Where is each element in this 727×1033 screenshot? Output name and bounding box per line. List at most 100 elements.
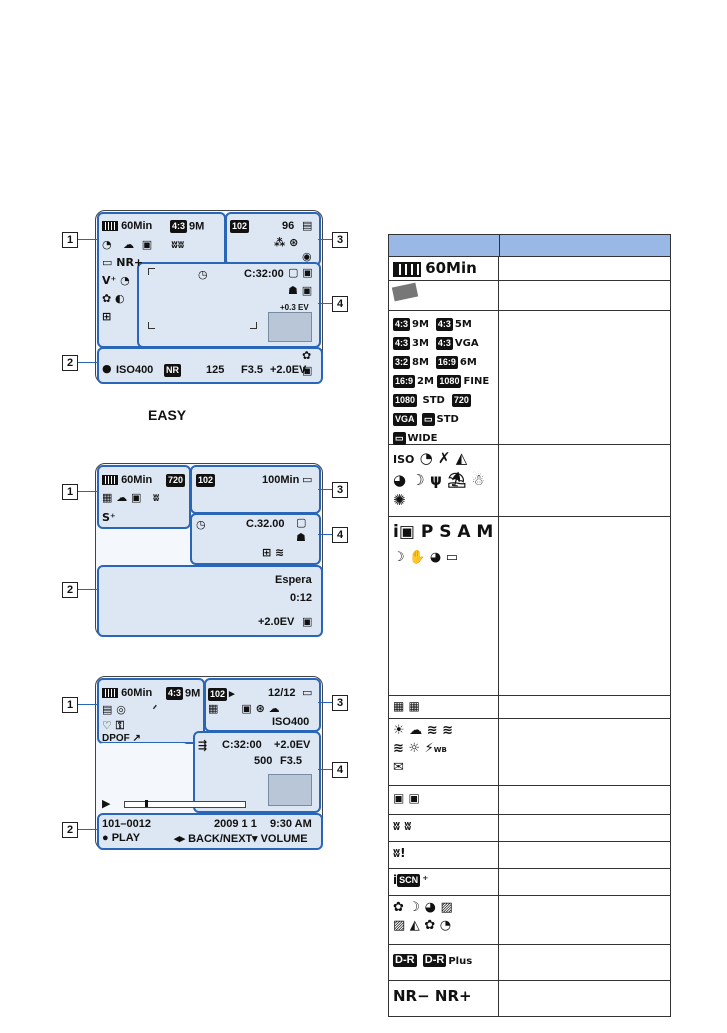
lead-2b (78, 589, 98, 590)
ev-value: +2.0EV (270, 364, 307, 376)
lcd2-section-3 (190, 465, 321, 514)
battery-low-icon (391, 282, 419, 302)
callout-2b: 2 (62, 582, 78, 598)
ev-value-2: +2.0EV (258, 616, 295, 628)
lead-1 (78, 239, 98, 240)
table-header (389, 235, 670, 257)
rec-date: 2009 1 1 (214, 818, 257, 830)
lcd-section-2 (97, 347, 323, 384)
playback-icons-1: ▤ ◎ ᐟ (102, 703, 158, 716)
lcd3-section-3 (204, 678, 321, 732)
play-guide: ● PLAY (102, 832, 141, 844)
shutter-speed-3: 500 (254, 755, 273, 767)
callout-1b: 1 (62, 484, 78, 500)
eye-icon: ◉ (302, 250, 312, 263)
table-row: i▣ P S A M☽ ✋ ◕ ▭ (389, 517, 670, 696)
wb-icon-list: ☀ ☁ ≋ ≋≋ ☼ ⚡WB✉ (389, 719, 499, 785)
table-row: ʬ ʬ (389, 815, 670, 842)
metering-icon: ▣ (302, 364, 313, 377)
battery-indicator-2: 60Min (102, 474, 152, 486)
sec4-icons-2b: ⊞ ≋ (262, 546, 285, 559)
nr-icon: ▭ NR+ (102, 256, 144, 269)
rec-time-3: 9:30 AM (270, 818, 312, 830)
callout-4: 4 (332, 296, 348, 312)
card-icon-2: ▭ (302, 473, 313, 486)
callout-2c: 2 (62, 822, 78, 838)
macro-icon: ✿ (302, 349, 312, 362)
scene-plus-icon: S⁺ (102, 511, 116, 524)
ev-small: +0.3 EV (280, 303, 309, 312)
rec-dot: ● (102, 362, 112, 375)
folder-badge-3: 102▸ (208, 687, 235, 701)
scene-icon-list: ISO ◔ ✗ ◭◕ ☽ ψ ⛱ ☃✺ (389, 445, 499, 516)
callout-4c: 4 (332, 762, 348, 778)
aperture-3: F3.5 (280, 755, 303, 767)
file-number: 101–0012 (102, 818, 151, 830)
lead-2 (78, 362, 98, 363)
lcd2-section-4 (190, 513, 321, 565)
elapsed-time: 0:12 (290, 592, 313, 604)
aperture: F3.5 (241, 364, 264, 376)
lead-3 (318, 239, 332, 240)
callout-3c: 3 (332, 695, 348, 711)
metering-icon-2: ▣ (302, 615, 313, 628)
table-row: ☀ ☁ ≋ ≋≋ ☼ ⚡WB✉ (389, 719, 670, 786)
nr-badge: NR (164, 364, 181, 377)
folder-badge: 102 (230, 220, 250, 233)
protect-icon: ♡ ⚿ (102, 719, 125, 732)
lead-1c (78, 704, 98, 705)
sec4-icons-2: ▢ (296, 516, 307, 529)
table-row: ✿ ☽ ◕ ▨▨ ◭ ✿ ◔ (389, 896, 670, 945)
flash-icon-2: ☗ (296, 531, 306, 544)
rec-time: 100Min (262, 474, 300, 486)
table-row: ▦ ▦ (389, 696, 670, 719)
lcd2-section-2 (97, 565, 323, 637)
ev-value-3: +2.0EV (274, 739, 311, 751)
lead-3c (318, 702, 332, 703)
af-frame-bl (148, 322, 155, 329)
af-frame-tl (148, 268, 155, 275)
table-row: ʬ! (389, 842, 670, 869)
scene-icons-row1: ◔ ☁ ▣ ʬʬ (102, 238, 185, 251)
callout-1: 1 (62, 232, 78, 248)
callout-1c: 1 (62, 697, 78, 713)
folder-badge-2: 102 (196, 474, 216, 487)
histogram (268, 312, 312, 342)
back-next-guide: ◂▸ BACK/NEXT (174, 833, 253, 845)
header-indication (500, 235, 670, 256)
remaining-count: 96 (282, 220, 295, 232)
left-icons-col: V⁺ ◔ (102, 274, 130, 287)
dpof-label: DPOF ↗ (102, 733, 141, 744)
battery-indicator-3: 60Min (102, 687, 152, 699)
header-display (389, 235, 500, 256)
image-counter: 12/12 (268, 687, 296, 699)
shutter-speed: 125 (206, 364, 225, 376)
table-row: NR− NR+ (389, 981, 670, 1016)
sec4-right-icons: ▢ ▣ (288, 266, 313, 279)
volume-guide: ▾ VOLUME (252, 833, 308, 845)
lead-3b (318, 489, 332, 490)
callout-4b: 4 (332, 527, 348, 543)
table-row: ▣ ▣ (389, 786, 670, 815)
self-timer-icon: ◷ (198, 268, 208, 281)
callout-3: 3 (332, 232, 348, 248)
lead-4b (318, 534, 332, 535)
battery-full-icon (393, 262, 421, 277)
timer-code-3: C:32:00 (222, 739, 262, 751)
lead-1b (78, 491, 98, 492)
flash-icon: ☗ ▣ (288, 284, 313, 297)
lcd3-progress (97, 743, 189, 809)
progress-bar (124, 801, 246, 808)
histogram-3 (268, 774, 312, 806)
movie-icons-row: ▦ ☁ ▣ ʬ (102, 491, 160, 504)
memory-icon: ▤ (302, 219, 313, 232)
battery-icon-3 (102, 688, 118, 699)
table-row (389, 281, 670, 311)
left-icons-col2: ✿ ◐ (102, 292, 125, 305)
